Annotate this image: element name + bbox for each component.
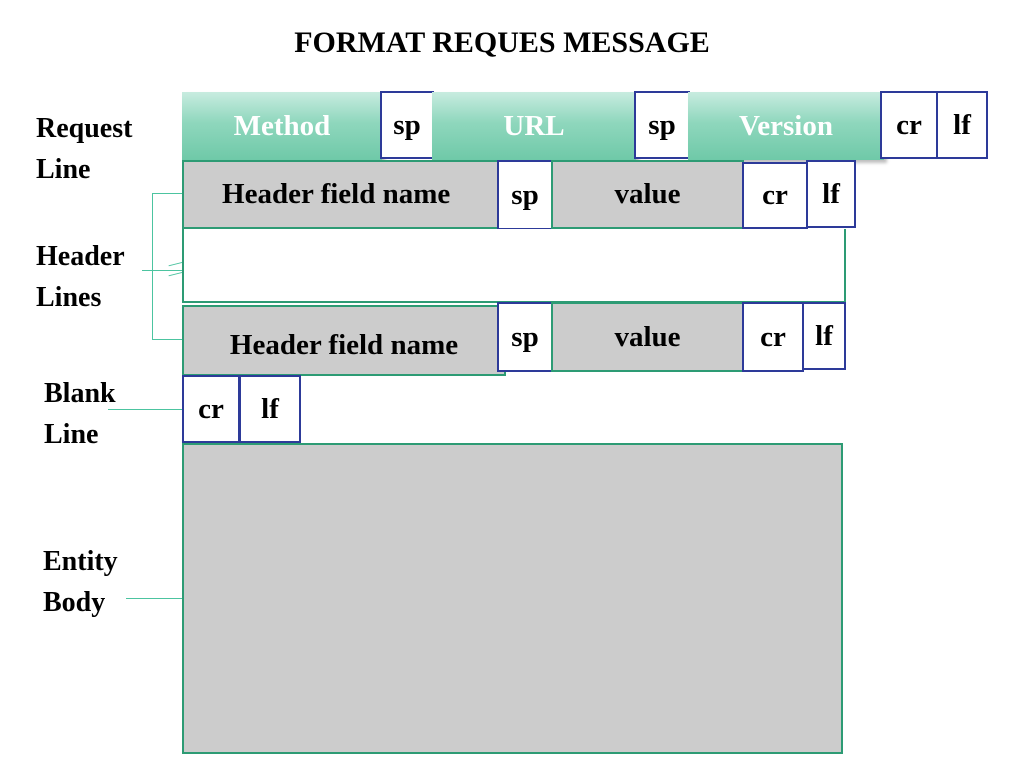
header-sp-token-2: sp	[497, 302, 553, 372]
version-field: Version	[688, 92, 884, 160]
header-field-name-1-text: Header field name	[222, 178, 451, 210]
elided-header-lines	[182, 229, 846, 303]
method-field: Method	[182, 92, 382, 160]
diagram-title: FORMAT REQUES MESSAGE	[294, 26, 710, 59]
label-entity-body: Entity Body	[43, 541, 118, 623]
label-header-lines-word2: Lines	[36, 282, 102, 313]
label-blank-line: Blank Line	[44, 373, 116, 455]
blank-lf-token: lf	[239, 375, 301, 443]
header-bracket-vertical	[152, 193, 153, 339]
entity-body-area	[182, 443, 843, 754]
header-colon: :	[450, 178, 460, 210]
header-bracket-top	[152, 193, 182, 194]
header-field-name-2: Header field name	[182, 305, 506, 376]
header-field-name-1: Header field name:	[182, 160, 500, 229]
label-header-lines-word1: Header	[36, 241, 125, 272]
blank-cr-token: cr	[182, 375, 240, 443]
header-value-1: value	[551, 160, 744, 229]
request-sp-token-2: sp	[634, 91, 690, 159]
header-bracket-bottom	[152, 339, 182, 340]
header-lf-token-2: lf	[802, 302, 846, 370]
header-lf-token-1: lf	[806, 160, 856, 228]
header-value-2: value	[551, 302, 744, 372]
label-request-line-word1: Request	[36, 113, 133, 144]
header-cr-token-2: cr	[742, 302, 804, 372]
header-bracket-pointer	[142, 270, 182, 271]
label-header-lines: Header Lines	[36, 236, 125, 318]
header-sp-token-1: sp	[497, 160, 553, 230]
blank-line-pointer	[108, 409, 182, 410]
request-cr-token: cr	[880, 91, 938, 159]
label-request-line-word2: Line	[36, 154, 91, 185]
header-cr-token-1: cr	[742, 162, 808, 229]
label-entity-body-word2: Body	[43, 587, 106, 618]
label-request-line: Request Line	[36, 108, 132, 190]
url-field: URL	[432, 92, 636, 160]
request-lf-token: lf	[936, 91, 988, 159]
label-blank-line-word2: Line	[44, 419, 99, 450]
label-blank-line-word1: Blank	[44, 378, 116, 409]
label-entity-body-word1: Entity	[43, 546, 118, 577]
request-sp-token-1: sp	[380, 91, 434, 159]
entity-body-pointer	[126, 598, 182, 599]
